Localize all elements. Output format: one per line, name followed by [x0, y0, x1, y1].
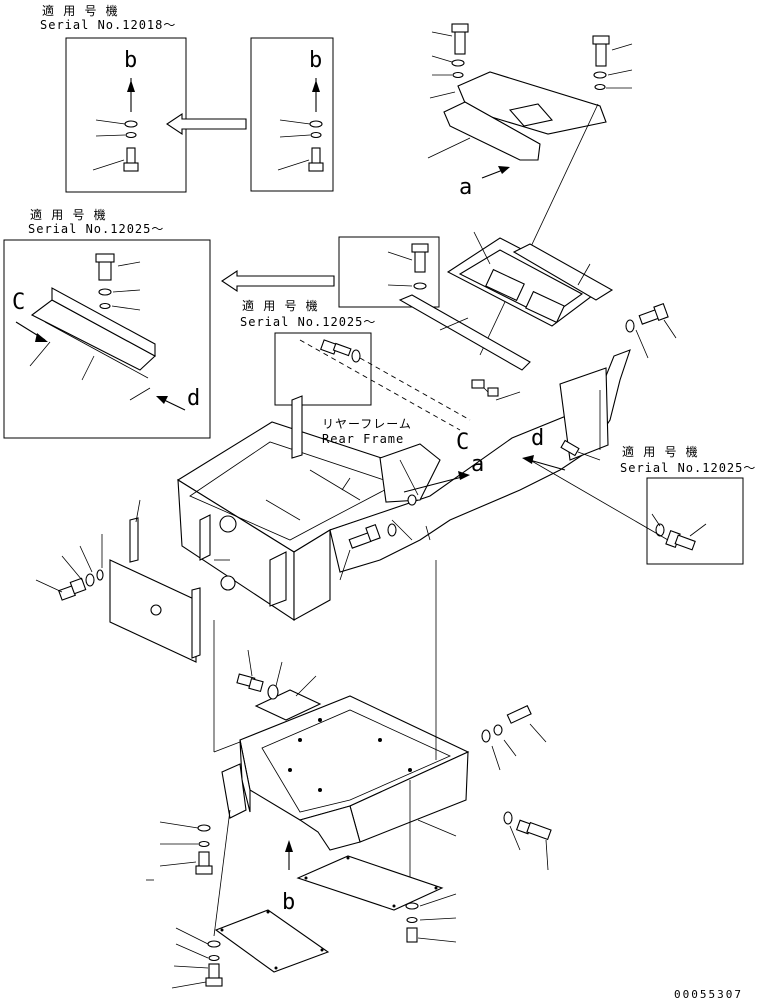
drawing-code: 00055307 [674, 988, 743, 1001]
bolt-stack-box1 [92, 78, 139, 172]
view-letter-c-left: C [12, 290, 26, 315]
callout-serial-12025-right: Serial No.12025～ [620, 461, 757, 475]
rear-frame [176, 349, 631, 622]
callout-title-12025-center: 適 用 号 機 [242, 299, 319, 313]
center-callout-bolt [320, 339, 471, 421]
top-cover-assembly [427, 23, 633, 356]
frame-arrows [299, 339, 566, 493]
callout-box-serial-12025-right [646, 477, 744, 565]
bottom-plates [171, 840, 457, 989]
lower-guard-assembly [146, 560, 552, 937]
view-letter-a-frame: a [471, 452, 485, 477]
callout-title-12025-left: 適 用 号 機 [30, 208, 107, 222]
callout-title-12018: 適 用 号 機 [42, 4, 119, 18]
hollow-arrow-middle [221, 269, 335, 293]
callout-box-top-middle [250, 37, 334, 192]
rear-frame-label-jp: リヤーフレーム [322, 417, 412, 431]
callout-serial-12025-center: Serial No.12025～ [240, 315, 377, 329]
right-side-bolts [625, 303, 677, 359]
bolt-stack-box2 [277, 78, 324, 172]
callout-serial-12018: Serial No.12018～ [40, 18, 177, 32]
view-letter-b-bottom: b [282, 890, 296, 915]
view-letter-d-frame: d [531, 426, 545, 451]
callout-box-serial-12025-left [3, 239, 211, 439]
callout-title-12025-right: 適 用 号 機 [622, 445, 699, 459]
view-letter-d-left: d [187, 386, 201, 411]
view-letter-b-box1: b [124, 48, 138, 73]
rear-frame-label-en: Rear Frame [322, 432, 405, 446]
callout-serial-12025-left: Serial No.12025～ [28, 222, 165, 236]
callout-box-center-cover [338, 236, 440, 308]
view-letter-a-top: a [459, 175, 473, 200]
view-letter-b-box2: b [309, 48, 323, 73]
left-callout-bracket [15, 253, 186, 411]
left-side-plate [35, 499, 230, 663]
center-plate-assembly [387, 231, 614, 371]
callout-box-serial-12018 [65, 37, 187, 193]
right-callout-bolt [529, 459, 707, 551]
hollow-arrow-top [166, 112, 247, 136]
callout-box-serial-12025-center [274, 332, 372, 406]
view-letter-c-frame: C [456, 430, 470, 455]
